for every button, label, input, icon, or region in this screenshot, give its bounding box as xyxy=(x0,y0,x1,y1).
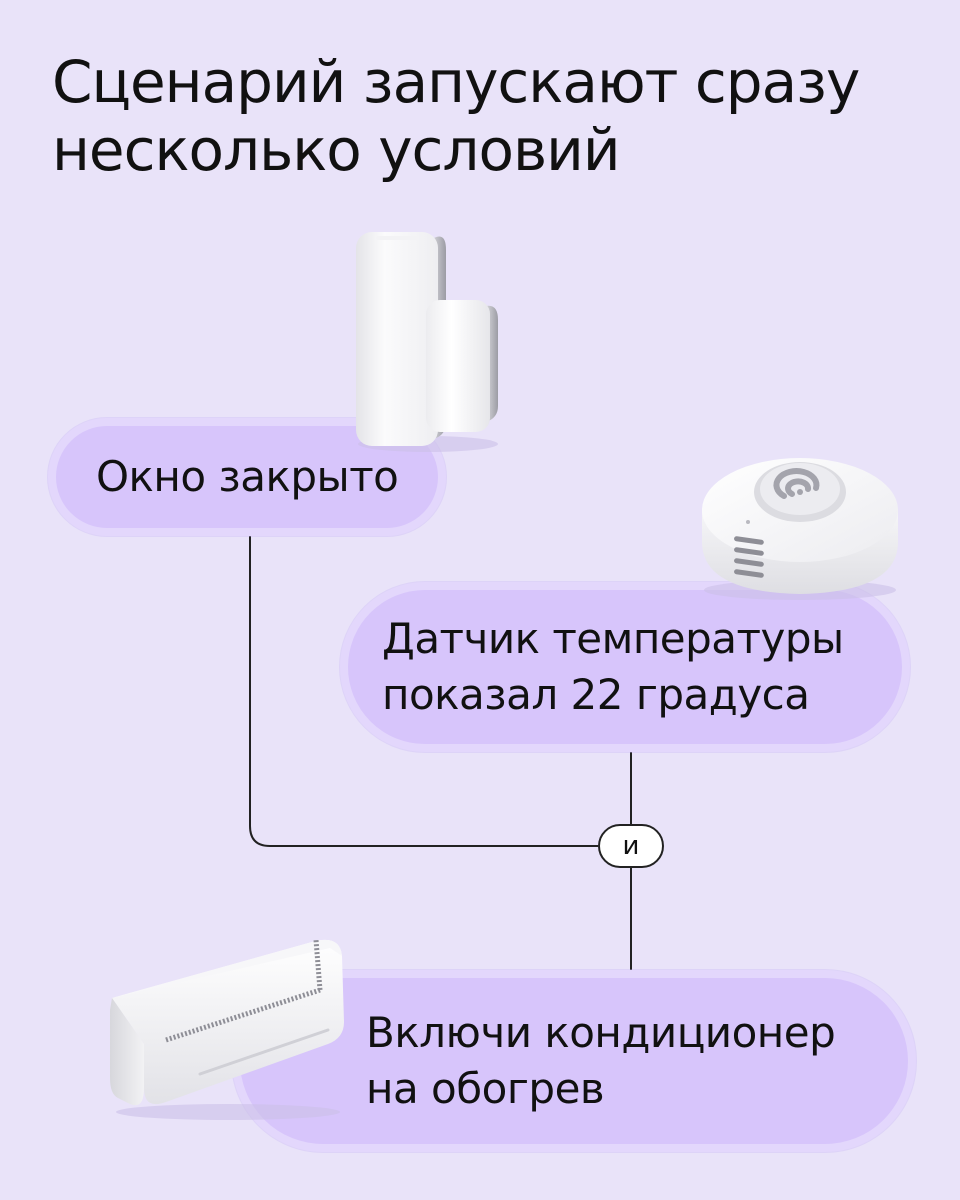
connector-window-to-and xyxy=(249,536,598,847)
condition-temperature: Датчик температуры показал 22 градуса xyxy=(340,582,910,752)
page-title-line-1: Сценарий запускают сразу xyxy=(52,48,860,116)
and-operator-node: и xyxy=(598,824,664,868)
page-title-line-2: несколько условий xyxy=(52,116,621,184)
action-turn-on-ac: Включи кондиционер на обогрев xyxy=(232,970,916,1152)
page-title: Сценарий запускают сразу несколько услов… xyxy=(52,48,932,184)
condition-temperature-line-2: показал 22 градуса xyxy=(382,670,810,719)
condition-window-label: Окно закрыто xyxy=(96,452,399,501)
condition-temperature-line-1: Датчик температуры xyxy=(382,614,844,663)
action-line-2: на обогрев xyxy=(366,1064,605,1113)
and-operator-label: и xyxy=(622,831,640,861)
action-line-1: Включи кондиционер xyxy=(366,1008,836,1057)
condition-window-text: Окно закрыто xyxy=(96,449,399,505)
air-conditioner-icon xyxy=(110,939,344,1120)
temperature-sensor-icon xyxy=(702,458,898,600)
door-window-sensor-icon xyxy=(356,232,498,452)
condition-temperature-text: Датчик температуры показал 22 градуса xyxy=(382,611,844,723)
action-text: Включи кондиционер на обогрев xyxy=(366,1005,836,1117)
